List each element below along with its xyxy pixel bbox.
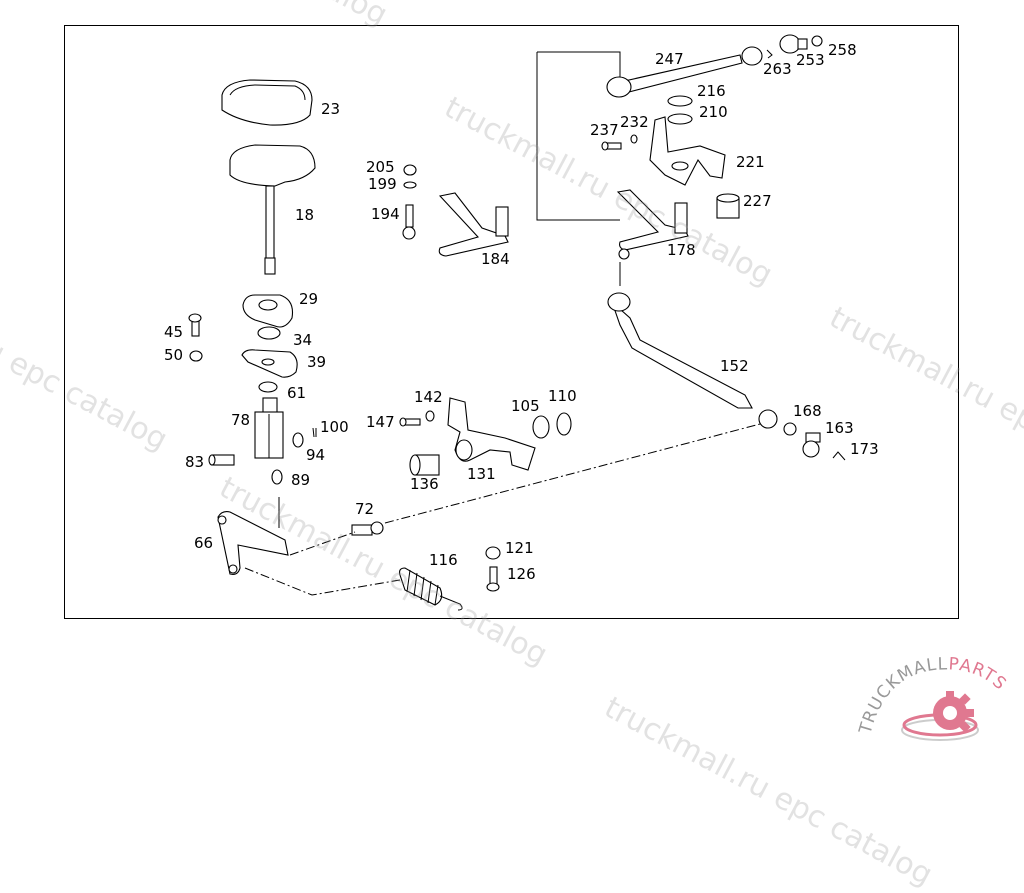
part-142-washer[interactable] [425, 410, 435, 422]
label-61[interactable]: 61 [287, 384, 307, 402]
label-221[interactable]: 221 [736, 153, 765, 171]
part-205-nut[interactable] [403, 164, 417, 176]
label-126[interactable]: 126 [507, 565, 536, 583]
part-210-ring[interactable] [667, 113, 693, 125]
part-247-shift-rod[interactable] [606, 46, 763, 98]
part-34-bushing[interactable] [257, 326, 281, 340]
label-247[interactable]: 247 [655, 50, 684, 68]
part-216-ring[interactable] [667, 95, 693, 107]
part-89-washer[interactable] [271, 469, 283, 485]
part-23-knob-cover[interactable] [221, 79, 313, 126]
label-29[interactable]: 29 [299, 290, 319, 308]
part-163-ball-socket[interactable] [802, 432, 821, 458]
label-72[interactable]: 72 [355, 500, 375, 518]
label-34[interactable]: 34 [293, 331, 313, 349]
label-227[interactable]: 227 [743, 192, 772, 210]
label-168[interactable]: 168 [793, 402, 822, 420]
gear-icon [933, 691, 974, 733]
part-66-lever-bracket[interactable] [217, 511, 289, 575]
part-221-bracket[interactable] [649, 116, 726, 186]
part-29-flange[interactable] [242, 294, 294, 328]
logo-parts-text: PARTS [948, 655, 1010, 695]
part-232-washer[interactable] [630, 134, 638, 144]
label-23[interactable]: 23 [321, 100, 341, 118]
label-131[interactable]: 131 [467, 465, 496, 483]
part-121-nut[interactable] [485, 546, 501, 560]
part-227-bushing[interactable] [716, 193, 740, 219]
part-105-seal-ring[interactable] [532, 415, 550, 439]
part-61-washer[interactable] [258, 381, 278, 393]
part-194-ball-stud[interactable] [402, 204, 416, 240]
label-39[interactable]: 39 [307, 353, 327, 371]
part-72-ball-stud[interactable] [351, 521, 384, 536]
label-89[interactable]: 89 [291, 471, 311, 489]
part-152-connecting-rod[interactable] [607, 292, 778, 429]
part-131-bracket[interactable] [447, 397, 536, 471]
label-253[interactable]: 253 [796, 51, 825, 69]
part-184-relay-lever[interactable] [438, 192, 509, 257]
part-45-screw[interactable] [188, 313, 202, 337]
label-237[interactable]: 237 [590, 121, 619, 139]
label-110[interactable]: 110 [548, 387, 577, 405]
part-39-plate[interactable] [241, 349, 298, 378]
truckmall-parts-logo[interactable]: TRUCKMALLPARTS [855, 654, 1024, 750]
diagram-frame [64, 25, 959, 619]
label-173[interactable]: 173 [850, 440, 879, 458]
label-121[interactable]: 121 [505, 539, 534, 557]
part-263-clip[interactable] [766, 49, 773, 59]
label-216[interactable]: 216 [697, 82, 726, 100]
part-50-nut[interactable] [189, 350, 203, 362]
part-253-ball-socket[interactable] [779, 34, 808, 54]
part-94-washer[interactable] [292, 432, 304, 448]
parts-diagram [188, 34, 846, 611]
part-110-circlip[interactable] [556, 412, 572, 436]
part-78-clevis[interactable] [254, 397, 284, 459]
part-18-shift-lever[interactable] [229, 144, 316, 275]
label-50[interactable]: 50 [164, 346, 184, 364]
part-136-bushing[interactable] [409, 454, 440, 476]
part-168-ball[interactable] [783, 422, 797, 436]
label-210[interactable]: 210 [699, 103, 728, 121]
svg-text:TRUCKMALLPARTS: TRUCKMALLPARTS [858, 655, 1010, 737]
label-78[interactable]: 78 [231, 411, 251, 429]
label-184[interactable]: 184 [481, 250, 510, 268]
part-147-bolt[interactable] [399, 417, 421, 427]
label-205[interactable]: 205 [366, 158, 395, 176]
label-83[interactable]: 83 [185, 453, 205, 471]
label-105[interactable]: 105 [511, 397, 540, 415]
label-178[interactable]: 178 [667, 241, 696, 259]
label-18[interactable]: 18 [295, 206, 315, 224]
label-147[interactable]: 147 [366, 413, 395, 431]
label-163[interactable]: 163 [825, 419, 854, 437]
label-100[interactable]: 100 [320, 418, 349, 436]
part-237-bolt[interactable] [601, 141, 622, 151]
part-199-washer[interactable] [403, 181, 417, 189]
label-258[interactable]: 258 [828, 41, 857, 59]
part-178-relay-lever[interactable] [616, 189, 689, 260]
part-173-spring-clip[interactable] [832, 451, 846, 461]
label-194[interactable]: 194 [371, 205, 400, 223]
label-199[interactable]: 199 [368, 175, 397, 193]
part-258-cap[interactable] [811, 35, 823, 47]
part-126-bolt[interactable] [486, 566, 500, 592]
label-116[interactable]: 116 [429, 551, 458, 569]
part-100-cotter-pin[interactable] [312, 427, 317, 438]
label-263[interactable]: 263 [763, 60, 792, 78]
label-232[interactable]: 232 [620, 113, 649, 131]
label-152[interactable]: 152 [720, 357, 749, 375]
part-83-pin[interactable] [208, 454, 235, 466]
label-94[interactable]: 94 [306, 446, 326, 464]
label-45[interactable]: 45 [164, 323, 184, 341]
label-142[interactable]: 142 [414, 388, 443, 406]
label-66[interactable]: 66 [194, 534, 214, 552]
part-116-spring[interactable] [399, 567, 463, 611]
label-136[interactable]: 136 [410, 475, 439, 493]
